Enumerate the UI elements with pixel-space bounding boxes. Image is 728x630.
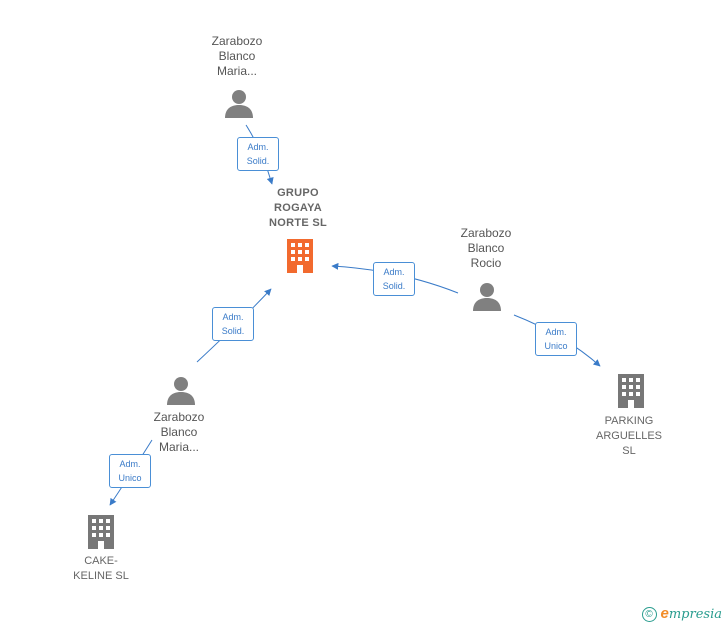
person-right-name[interactable]: Zarabozo Blanco Rocio xyxy=(460,226,512,270)
copyright-icon: © xyxy=(641,607,657,622)
person-icon[interactable] xyxy=(224,88,254,118)
person-top-name[interactable]: Zarabozo Blanco Maria... xyxy=(211,34,263,78)
building-icon[interactable] xyxy=(615,374,647,408)
edge-label-person-right-focus[interactable]: Adm. Solid. xyxy=(373,262,415,296)
edge-label-person-top-focus[interactable]: Adm. Solid. xyxy=(237,137,279,171)
parking-company-name[interactable]: PARKING ARGUELLES SL xyxy=(595,415,663,457)
person-icon[interactable] xyxy=(472,281,502,311)
person-icon[interactable] xyxy=(166,375,196,405)
brand-name: mpresia xyxy=(668,606,722,622)
edge-label-person-left-focus[interactable]: Adm. Solid. xyxy=(212,307,254,341)
cake-company-name[interactable]: CAKE- KELINE SL xyxy=(73,555,129,582)
empresia-logo[interactable]: ©empresia xyxy=(641,604,722,622)
person-left-name[interactable]: Zarabozo Blanco Maria... xyxy=(153,410,205,454)
building-icon[interactable] xyxy=(284,239,316,273)
building-icon[interactable] xyxy=(85,515,117,549)
edge-label-person-right-parking[interactable]: Adm. Unico xyxy=(535,322,577,356)
edge-label-person-left-cake[interactable]: Adm. Unico xyxy=(109,454,151,488)
focus-company-name[interactable]: GRUPO ROGAYA NORTE SL xyxy=(268,187,327,229)
brand-e: e xyxy=(660,604,669,622)
